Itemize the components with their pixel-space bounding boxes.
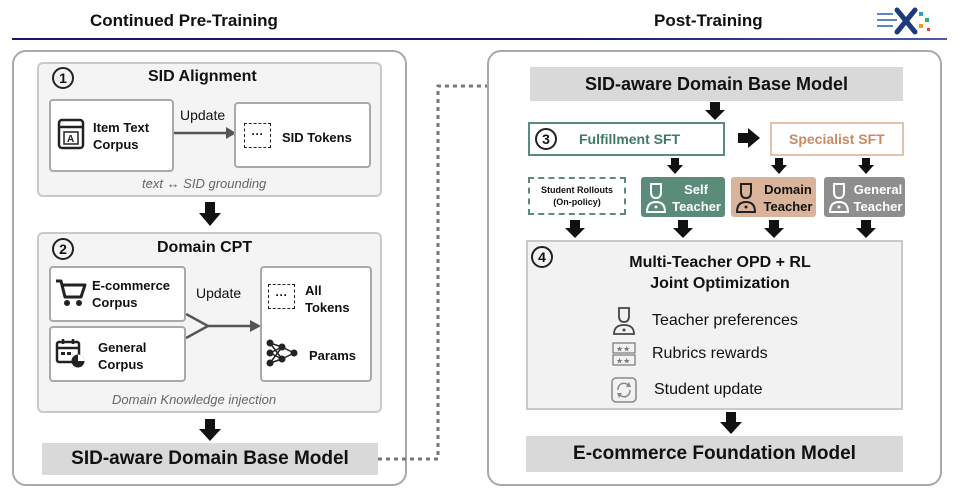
left-output-model: SID-aware Domain Base Model	[42, 443, 378, 475]
domain-teacher-line1: Domain	[764, 182, 812, 197]
right-arrow	[738, 128, 760, 148]
arrow-down-specialist-b	[858, 158, 874, 174]
step-2-badge: 2	[52, 238, 74, 260]
sid-tokens-label: SID Tokens	[282, 130, 352, 145]
student-rollouts-box: Student Rollouts (On-policy)	[528, 177, 626, 215]
calendar-chart-icon	[55, 338, 85, 368]
all-tokens-label: All Tokens	[305, 282, 350, 316]
merge-arrow	[185, 300, 262, 352]
sid-tokens-box	[234, 102, 371, 168]
bullet-rubrics-rewards: Rubrics rewards	[652, 345, 768, 362]
left-section-header: Continued Pre-Training	[90, 11, 278, 30]
post-base-model-label: SID-aware Domain Base Model	[584, 74, 849, 94]
final-model-label: E-commerce Foundation Model	[573, 443, 856, 464]
arrow-down-general	[856, 220, 876, 238]
domain-cpt-caption: Domain Knowledge injection	[112, 392, 277, 407]
person-icon	[645, 180, 667, 214]
opd-title-line1: Multi-Teacher OPD + RL	[629, 254, 811, 271]
item-text-corpus-label: Item Text Corpus	[93, 119, 149, 153]
arrow-down-self	[673, 220, 693, 238]
arrow-down-3	[705, 102, 725, 120]
sid-alignment-caption: text ↔ SID grounding	[142, 176, 267, 191]
ecommerce-corpus-label: E-commerce Corpus	[92, 277, 170, 311]
specialist-sft-label: Specialist SFT	[789, 131, 885, 147]
all-tokens-line2: Tokens	[305, 300, 350, 315]
all-tokens-line1: All	[305, 283, 322, 298]
step-3-badge: 3	[535, 128, 557, 150]
general-teacher-line2: Teacher	[853, 199, 903, 214]
all-tokens-dots-icon: ···	[268, 284, 295, 309]
self-teacher-label: Self Teacher	[671, 181, 721, 215]
neural-net-icon	[266, 337, 298, 369]
item-text-label-line1: Item Text	[93, 120, 150, 135]
post-base-model: SID-aware Domain Base Model	[530, 67, 903, 101]
svg-text:A: A	[67, 134, 74, 145]
specialist-sft-box	[770, 122, 904, 156]
domain-teacher-label: Domain Teacher	[762, 181, 814, 215]
cart-icon	[55, 278, 87, 308]
params-label: Params	[309, 348, 356, 363]
opd-title: Multi-Teacher OPD + RL Joint Optimizatio…	[560, 252, 880, 294]
opd-title-line2: Joint Optimization	[650, 275, 790, 292]
fulfillment-sft-label: Fulfillment SFT	[579, 131, 681, 147]
item-text-corpus-box	[49, 99, 174, 172]
general-corpus-box	[49, 326, 186, 382]
domain-update-label: Update	[196, 285, 242, 301]
final-model: E-commerce Foundation Model	[526, 436, 903, 472]
self-teacher-line2: Teacher	[672, 199, 721, 214]
left-output-label: SID-aware Domain Base Model	[71, 448, 349, 469]
logo-icon	[875, 6, 935, 36]
general-label-line2: Corpus	[98, 357, 144, 372]
person-icon	[735, 180, 757, 214]
step-1-badge: 1	[52, 67, 74, 89]
document-icon: A	[57, 118, 85, 150]
person-icon	[612, 306, 636, 336]
right-section-header: Post-Training	[654, 11, 763, 30]
arrow-down-domain	[764, 220, 784, 238]
token-dots-icon: ···	[244, 123, 271, 148]
arrow-down-2	[199, 419, 221, 441]
domain-cpt-title: Domain CPT	[157, 239, 253, 256]
domain-teacher-line2: Teacher	[763, 199, 813, 214]
update-label: Update	[180, 107, 226, 123]
header-divider	[12, 38, 947, 40]
step-4-badge: 4	[531, 246, 553, 268]
arrow-down-fulfill	[667, 158, 683, 174]
sid-alignment-title: SID Alignment	[148, 68, 257, 85]
general-teacher-line1: General	[853, 182, 903, 197]
refresh-icon	[611, 377, 637, 403]
ecommerce-label-line2: Corpus	[92, 295, 138, 310]
opd-block	[526, 240, 903, 410]
ecommerce-label-line1: E-commerce	[92, 278, 171, 293]
arrow-down-1	[199, 202, 221, 226]
all-tokens-params-box	[260, 266, 372, 382]
student-rollouts-line1: Student Rollouts	[541, 185, 613, 195]
arrow-down-final	[720, 412, 742, 434]
fulfillment-sft-box	[528, 122, 725, 156]
svg-text:★★: ★★	[616, 357, 630, 366]
general-corpus-label: General Corpus	[98, 339, 146, 373]
self-teacher-line1: Self	[684, 182, 708, 197]
general-teacher-label: General Teacher	[852, 181, 904, 215]
arrow-down-specialist-a	[771, 158, 787, 174]
update-arrow	[174, 126, 236, 139]
general-label-line1: General	[98, 340, 147, 355]
arrow-down-rollouts	[565, 220, 585, 238]
bullet-student-update: Student update	[654, 381, 763, 398]
student-rollouts-line2: (On-policy)	[553, 197, 601, 207]
svg-text:★★: ★★	[616, 345, 630, 354]
bullet-teacher-preferences: Teacher preferences	[652, 312, 798, 329]
ecommerce-corpus-box	[49, 266, 186, 322]
person-icon	[828, 180, 850, 214]
item-text-label-line2: Corpus	[93, 137, 139, 152]
stars-icon: ★★ ★★	[612, 342, 636, 366]
